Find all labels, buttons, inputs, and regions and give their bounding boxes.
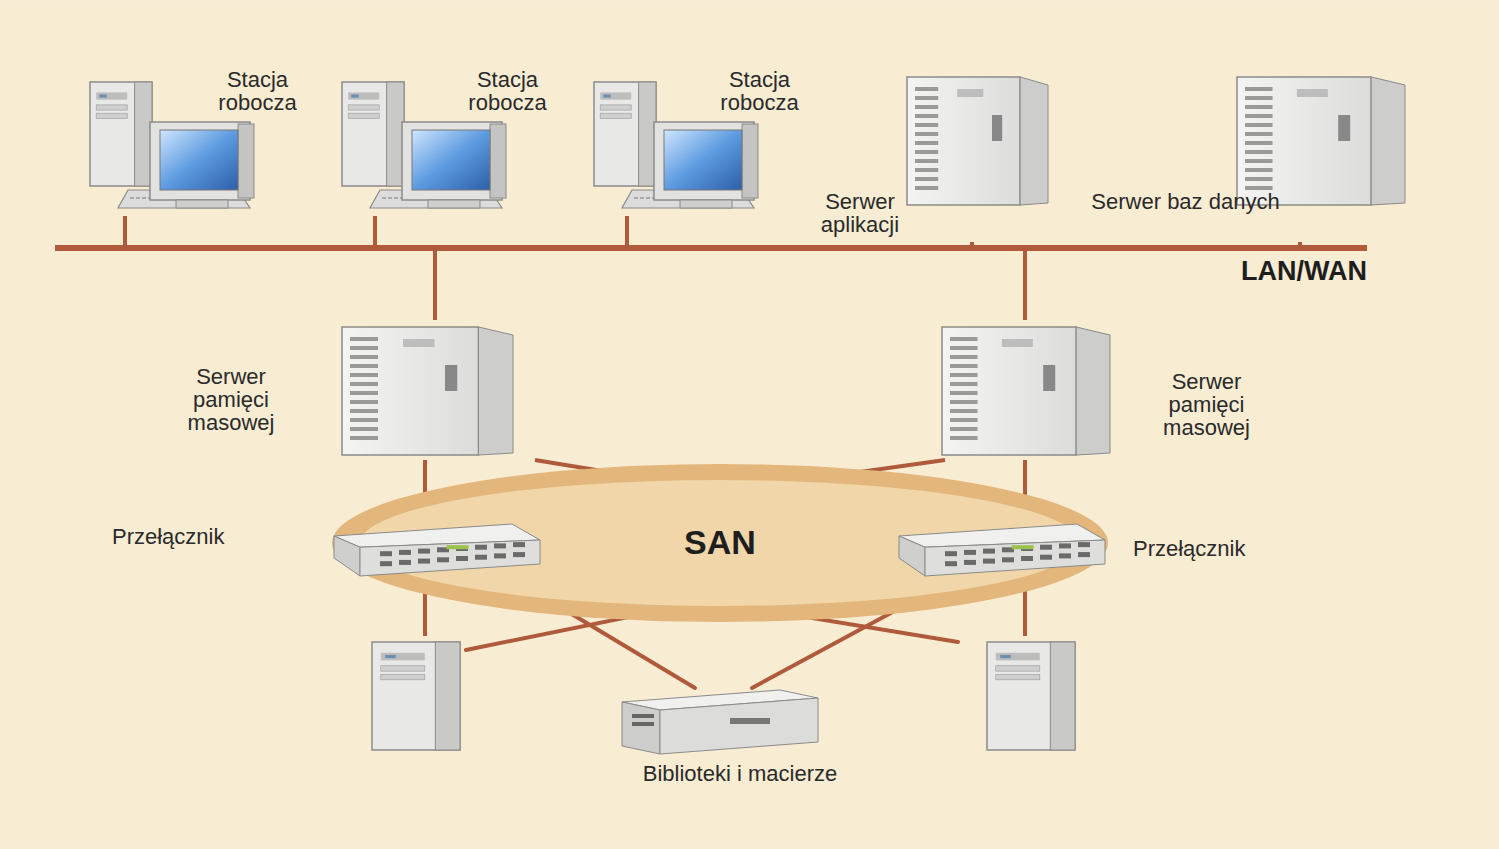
region-label: SAN <box>620 523 820 561</box>
application-server: Serwer aplikacji <box>795 70 1060 242</box>
network-bus: LAN/WAN <box>55 245 1367 251</box>
storage-server: Serwer pamięci masowej <box>940 320 1280 460</box>
server-icon <box>1235 75 1407 207</box>
device-label: Biblioteki i macierze <box>540 762 940 785</box>
tower-icon <box>985 640 1077 752</box>
device-label: Przełącznik <box>112 525 312 548</box>
network-link <box>433 251 437 320</box>
device-label: Stacja robocza <box>440 68 575 114</box>
device-label: Serwer baz danych <box>1088 190 1283 213</box>
server-icon <box>905 75 1050 207</box>
device-label: Przełącznik <box>1133 537 1318 560</box>
device-label: Stacja robocza <box>190 68 325 114</box>
switch: Przełącznik <box>893 520 1318 582</box>
switch: Przełącznik <box>110 520 545 582</box>
workstation: Stacja robocza <box>338 66 583 216</box>
server-icon <box>940 325 1112 457</box>
database-server: Serwer baz danych <box>1088 70 1413 242</box>
tower-icon <box>370 640 462 752</box>
device-label: Serwer aplikacji <box>795 190 925 236</box>
workstation: Stacja robocza <box>590 66 835 216</box>
device-label: Serwer pamięci masowej <box>160 365 302 434</box>
workstation: Stacja robocza <box>85 66 330 216</box>
device-label: Serwer pamięci masowej <box>1133 370 1280 439</box>
storage-group: Biblioteki i macierze <box>365 636 1080 804</box>
server-icon <box>340 325 515 457</box>
network-link <box>625 216 629 245</box>
storage-server: Serwer pamięci masowej <box>160 320 520 460</box>
device-label: Stacja robocza <box>692 68 827 114</box>
sw-icon <box>895 522 1107 578</box>
lib-icon <box>620 688 820 756</box>
san-ring: SANPrzełącznikPrzełącznik <box>330 462 1110 624</box>
network-label: LAN/WAN <box>1170 256 1367 286</box>
network-link <box>1023 251 1027 320</box>
network-link <box>373 216 377 245</box>
network-link <box>123 216 127 245</box>
sw-icon <box>330 522 542 578</box>
